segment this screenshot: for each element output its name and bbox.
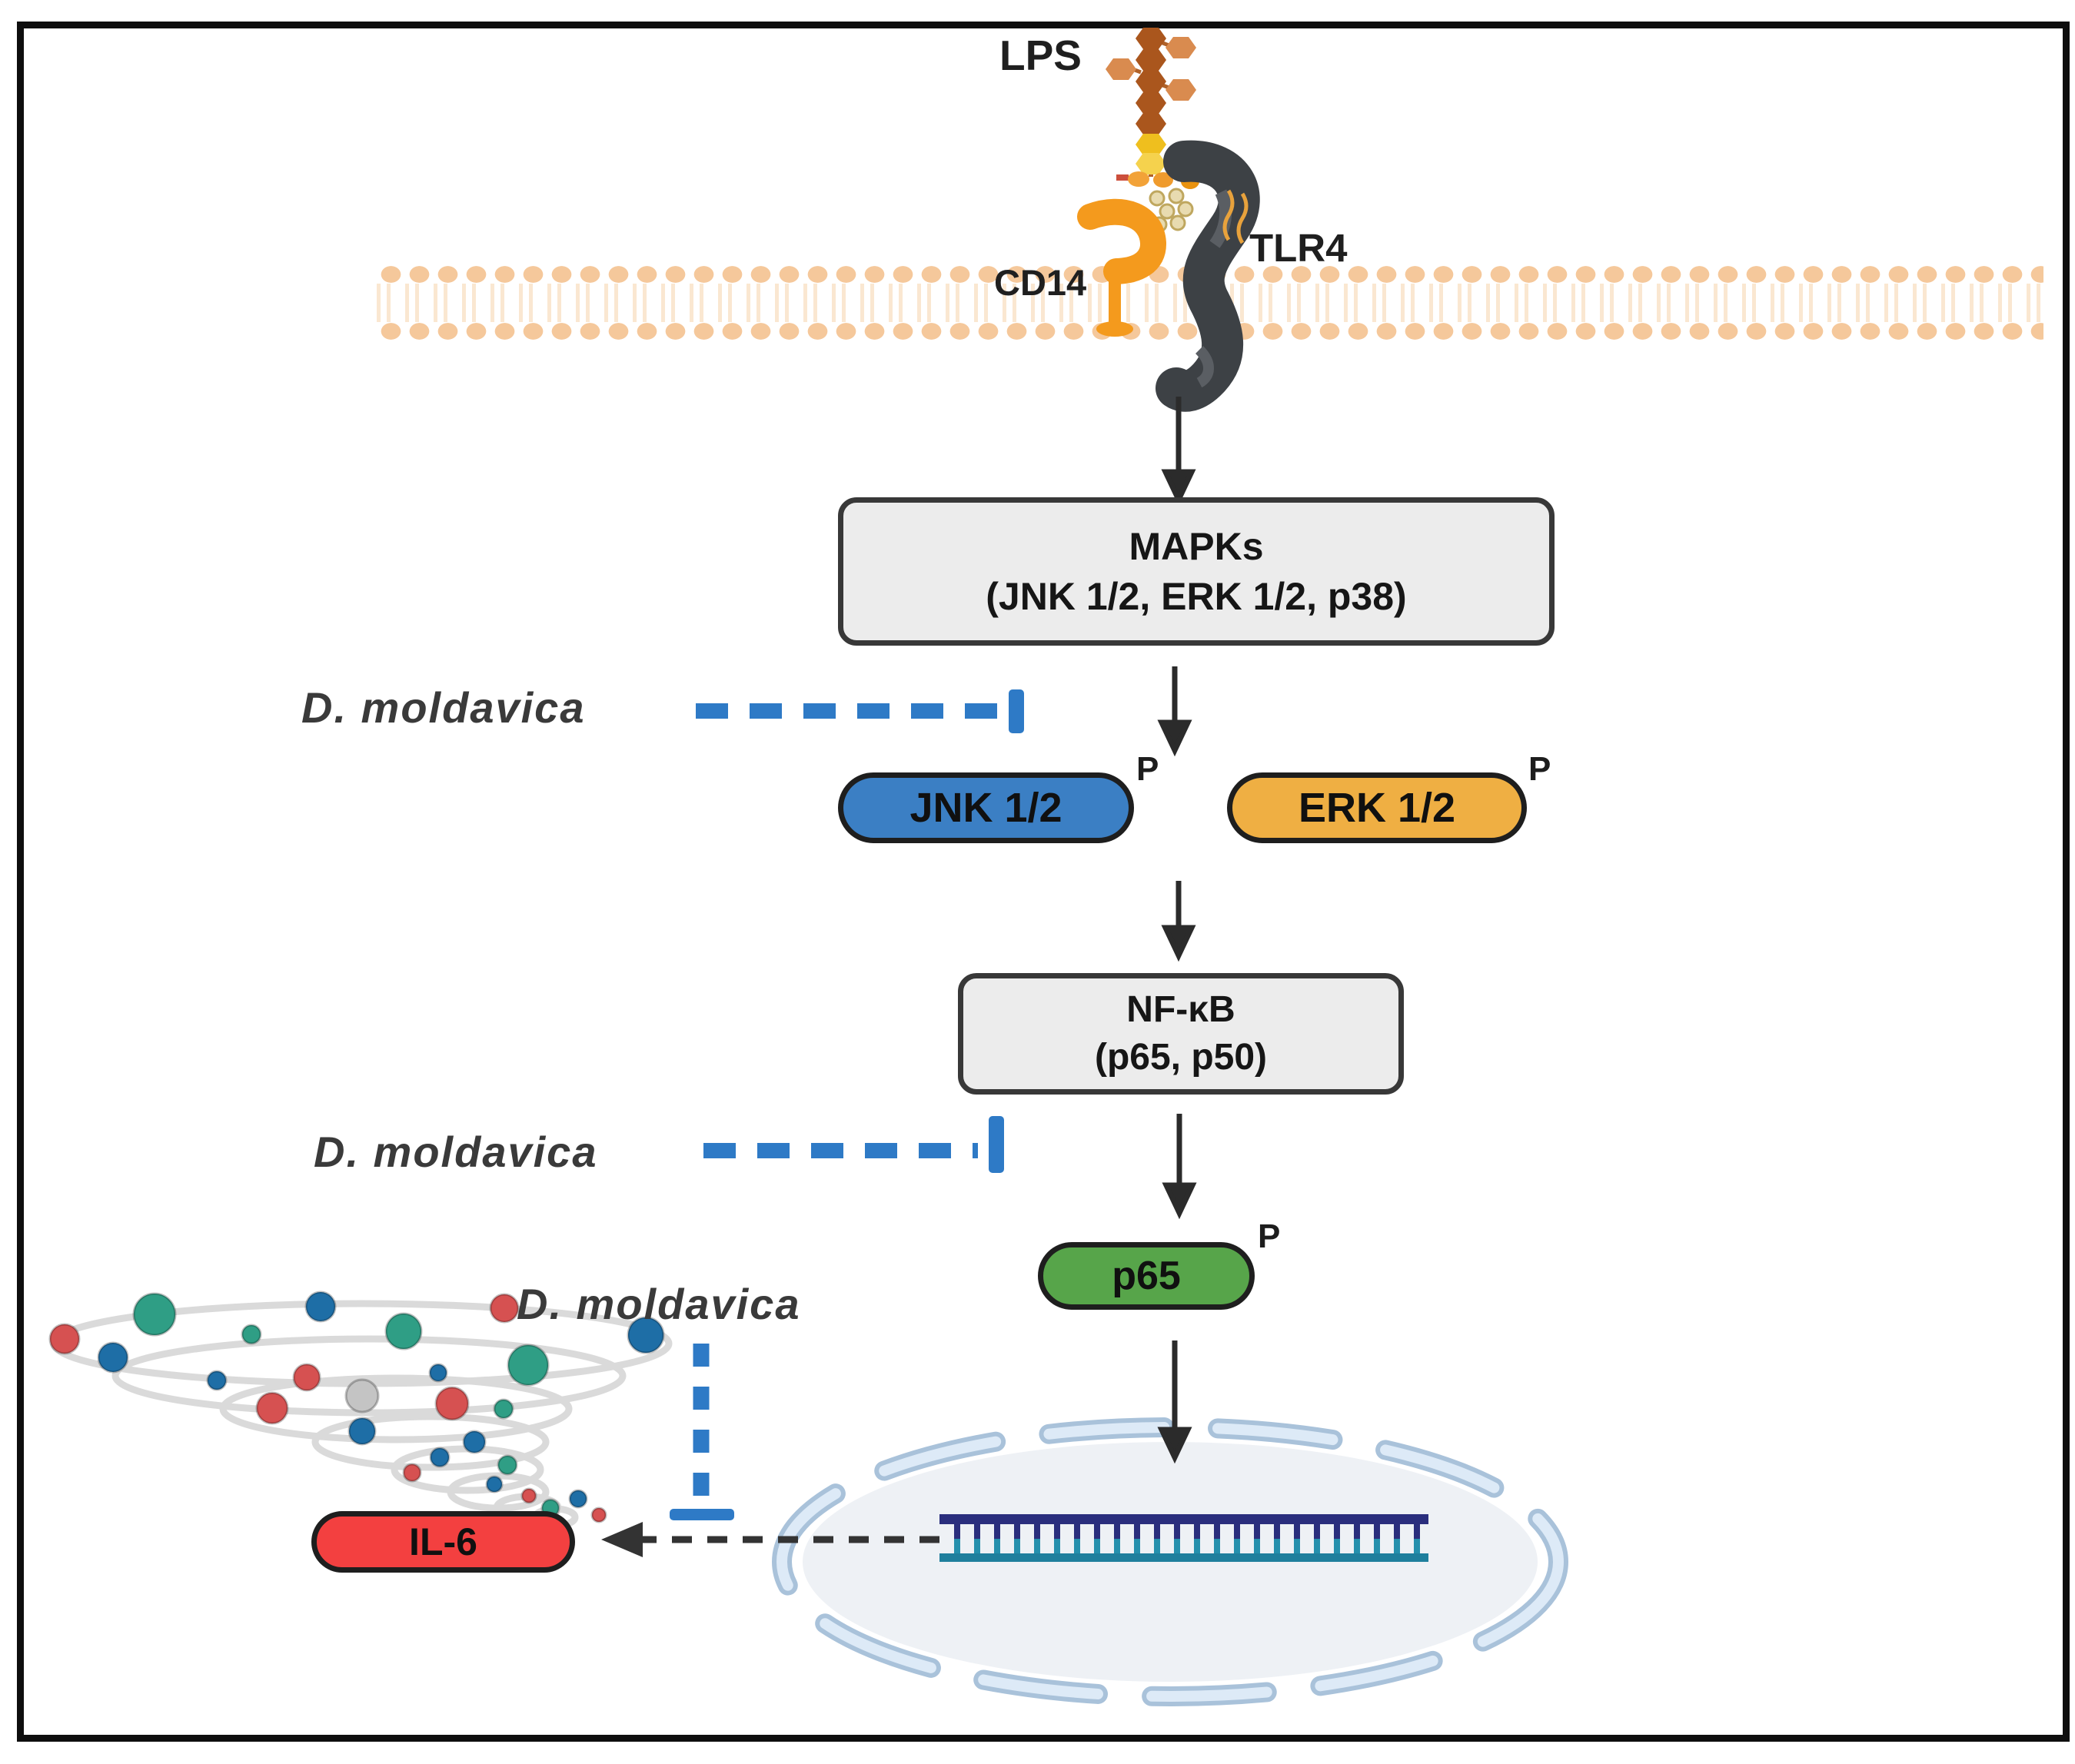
p65-pill: p65 <box>1038 1242 1255 1310</box>
mapks-box-line1: MAPKs <box>1129 524 1264 568</box>
tlr4-label: TLR4 <box>1249 226 1348 270</box>
inhibitor-label-il6: D. moldavica <box>517 1280 801 1328</box>
inhibition-line-il6 <box>670 1344 734 1520</box>
inhibitor-label-nfkb: D. moldavica <box>314 1128 598 1176</box>
nfkb-box-line2: (p65, p50) <box>1094 1037 1268 1078</box>
erk-pill: ERK 1/2 <box>1227 772 1527 843</box>
dashed-arrow-dna-to-il6 <box>601 1522 939 1557</box>
mapks-box-line2: (JNK 1/2, ERK 1/2, p38) <box>986 574 1407 618</box>
signal-arrows <box>1157 397 1197 1464</box>
arrow-tlr4-to-mapks <box>1161 397 1196 507</box>
phospho-badge-p65: P <box>1258 1218 1281 1255</box>
nfkb-box: NF-κB (p65, p50) <box>958 973 1404 1095</box>
il6-pill: IL-6 <box>311 1511 575 1573</box>
arrow-mapks-to-kinases <box>1157 666 1192 757</box>
cd14-receptor-icon <box>1077 198 1166 337</box>
inhibition-line-nfkb <box>703 1116 1004 1173</box>
arrow-p65-to-nucleus <box>1157 1340 1192 1464</box>
mapks-box: MAPKs (JNK 1/2, ERK 1/2, p38) <box>838 497 1555 646</box>
lps-label: LPS <box>999 32 1082 79</box>
phospho-badge-erk: P <box>1528 750 1551 788</box>
arrow-nfkb-to-p65 <box>1162 1114 1197 1220</box>
jnk-pill: JNK 1/2 <box>838 772 1134 843</box>
arrow-kinases-to-nfkb <box>1161 881 1196 962</box>
figure-border <box>17 22 2070 1742</box>
inhibitor-label-mapks: D. moldavica <box>301 683 586 732</box>
tlr4-receptor-icon <box>1156 140 1260 412</box>
phospho-badge-jnk: P <box>1136 750 1159 788</box>
network-nodes-icon <box>48 1291 665 1523</box>
inhibition-line-mapks <box>696 689 1024 733</box>
cd14-label: CD14 <box>994 262 1087 303</box>
nfkb-box-line1: NF-κB <box>1126 988 1235 1030</box>
dna-icon <box>939 1514 1428 1562</box>
